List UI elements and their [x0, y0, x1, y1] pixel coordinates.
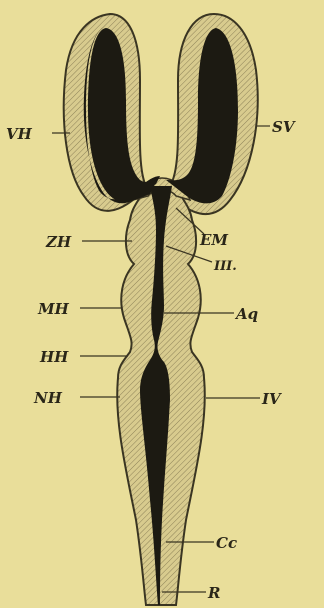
label-aq: Aq	[234, 305, 258, 323]
label-r: R	[207, 584, 220, 602]
label-em: EM	[199, 231, 228, 249]
label-nh: NH	[33, 389, 63, 407]
label-vh: VH	[6, 125, 33, 143]
label-sv: SV	[272, 118, 296, 136]
label-zh: ZH	[45, 233, 72, 251]
ventricles	[84, 26, 238, 605]
label-cc: Cc	[216, 534, 237, 552]
label-hh: HH	[39, 348, 69, 366]
label-iii: III.	[213, 259, 237, 274]
label-iv: IV	[261, 390, 282, 408]
label-mh: MH	[37, 300, 70, 318]
